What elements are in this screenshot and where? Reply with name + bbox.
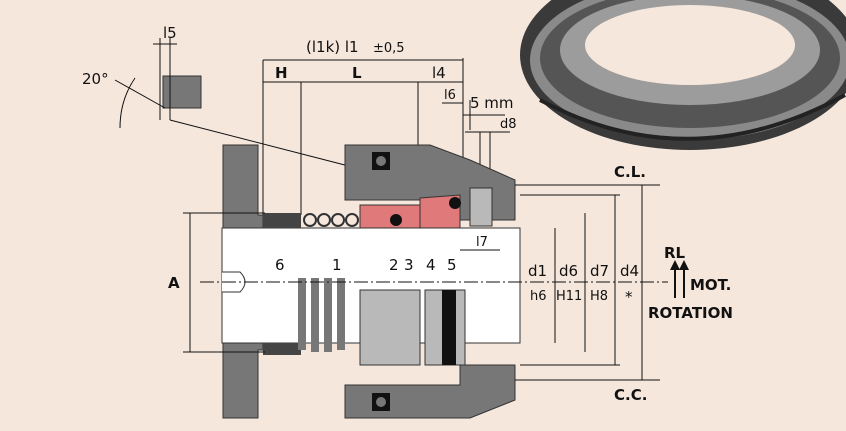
label-H11: H11 (556, 289, 582, 304)
spring (298, 213, 359, 352)
part-2 (390, 214, 402, 226)
part-label-1: 1 (332, 256, 342, 274)
label-gap: 5 mm (470, 94, 514, 112)
label-tolerance: ±0,5 (373, 41, 405, 56)
label-l4: l4 (432, 64, 446, 82)
detail-block (162, 75, 202, 109)
label-l6: l6 (444, 88, 456, 103)
label-A: A (168, 274, 180, 292)
part-label-5: 5 (447, 256, 457, 274)
label-angle: 20° (82, 70, 109, 88)
label-ROTATION: ROTATION (648, 304, 733, 322)
label-d1: d1 (528, 262, 547, 280)
part-label-6: 6 (275, 256, 285, 274)
setscrew (469, 187, 493, 227)
face-angle-detail: l5 20° (82, 24, 443, 191)
part-6 (263, 213, 301, 228)
label-l7: l7 (476, 235, 488, 250)
rotation-indicator: RL MOT. ROTATION (648, 244, 733, 322)
label-d6: d6 (559, 262, 578, 280)
part-label-2: 2 (389, 256, 399, 274)
diameter-dimensions: d1 h6 d6 H11 d7 H8 d4 * C.L. C.C. (515, 163, 660, 404)
label-d4: d4 (620, 262, 639, 280)
seal-assembly (263, 187, 493, 366)
part-label-3: 3 (404, 256, 414, 274)
label-CC: C.C. (614, 386, 647, 404)
label-H: H (275, 64, 288, 82)
label-d8: d8 (500, 117, 517, 132)
part-label-4: 4 (426, 256, 436, 274)
part-numbers: 6 1 2 3 4 5 (275, 256, 457, 274)
label-h6: h6 (530, 289, 547, 304)
label-d7: d7 (590, 262, 609, 280)
label-star: * (625, 288, 633, 306)
label-H8: H8 (590, 289, 608, 304)
dimensions-top: (l1k) l1 ±0,5 H L l4 l6 5 mm d8 (262, 38, 517, 215)
label-l5: l5 (163, 24, 177, 42)
label-L: L (352, 64, 362, 82)
label-CL: C.L. (614, 163, 646, 181)
label-overall-length: (l1k) l1 (306, 38, 359, 56)
part-2-3-seat (359, 204, 421, 229)
part-5 (449, 197, 461, 209)
housing-bottom (344, 364, 516, 419)
label-MOT: MOT. (690, 276, 731, 294)
seal-ring-photo (520, 0, 846, 150)
label-RL: RL (664, 244, 686, 262)
